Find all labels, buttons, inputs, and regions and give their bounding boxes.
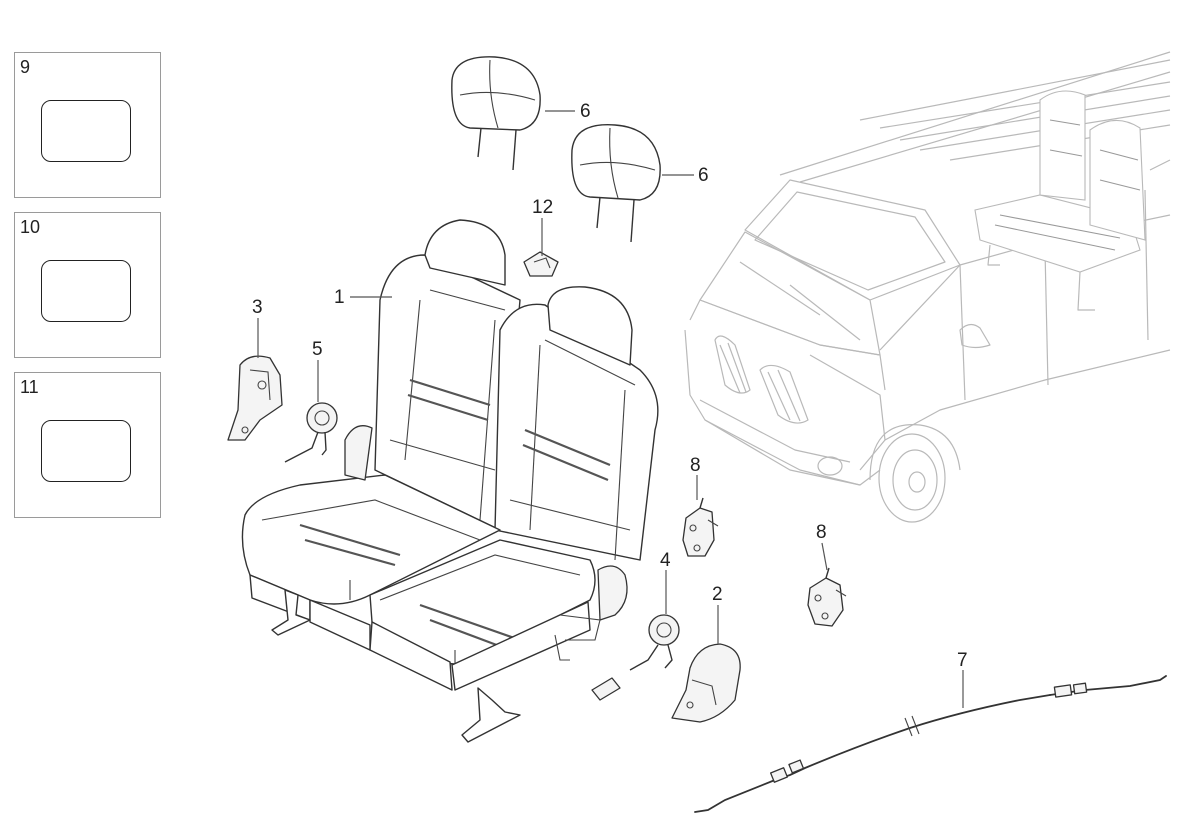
hinge-cover-3 (227, 355, 283, 441)
latch-bracket-8a (682, 497, 719, 557)
headrest-6b (571, 124, 661, 243)
callout-8: 8 (816, 522, 827, 543)
callout-4: 4 (660, 550, 671, 571)
seat-assembly-1 (241, 219, 659, 743)
callout-2: 2 (712, 584, 723, 605)
callout-8: 8 (690, 455, 701, 476)
headrest-guide-12 (523, 251, 559, 277)
callout-12: 12 (532, 197, 553, 218)
legend-box-9: 9 (14, 52, 161, 198)
hinge-cover-2 (671, 643, 741, 723)
recliner-5 (284, 402, 338, 463)
latch-bracket-8b (807, 567, 847, 627)
callout-1: 1 (334, 287, 345, 308)
legend-number: 10 (20, 217, 41, 237)
part-image-placeholder (41, 260, 131, 322)
part-image-placeholder (41, 420, 131, 482)
legend-number: 11 (20, 377, 39, 397)
headrest-6a (451, 56, 541, 171)
recliner-4 (591, 614, 680, 701)
legend-box-10: 10 (14, 212, 161, 358)
callout-6: 6 (580, 101, 591, 122)
part-image-placeholder (41, 100, 131, 162)
callout-3: 3 (252, 297, 263, 318)
callout-6: 6 (698, 165, 709, 186)
legend-number: 9 (20, 57, 31, 77)
legend-box-11: 11 (14, 372, 161, 518)
callout-5: 5 (312, 339, 323, 360)
callout-7: 7 (957, 650, 968, 671)
leader-line (821, 542, 828, 571)
release-cable-7 (694, 675, 1167, 813)
van-illustration (684, 51, 1171, 523)
